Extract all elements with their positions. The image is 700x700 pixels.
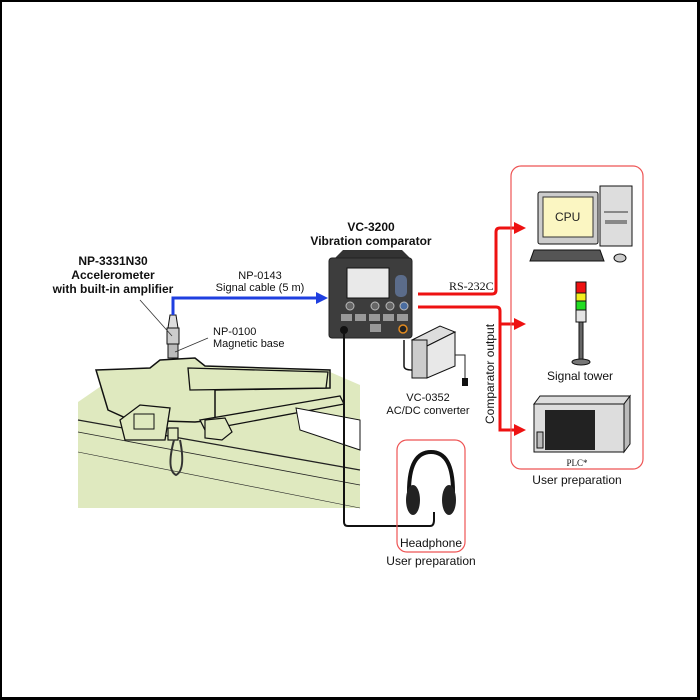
ac-dc-converter-icon[interactable] xyxy=(403,325,468,386)
drive-bay xyxy=(605,220,627,224)
device-key xyxy=(370,324,381,332)
pc-tower xyxy=(599,185,633,247)
plc-modules xyxy=(545,410,595,450)
device-knob xyxy=(398,324,408,334)
base-leader-line xyxy=(174,337,209,353)
headphone-box xyxy=(396,439,466,553)
tower-base xyxy=(571,358,591,366)
signal-tower-icon[interactable] xyxy=(571,281,591,366)
rs232-arrow xyxy=(514,222,526,234)
accelerometer[interactable] xyxy=(166,314,180,359)
sensor-desc-label: with built-in amplifier xyxy=(52,282,174,296)
rs232-line xyxy=(418,226,516,296)
device-top xyxy=(335,250,410,258)
base-desc-label: Magnetic base xyxy=(213,338,285,350)
headphone-jack xyxy=(340,326,348,334)
left-earcup xyxy=(406,485,420,515)
converter-front xyxy=(411,339,428,379)
white-lamp xyxy=(575,309,587,323)
plc-label: PLC* xyxy=(566,458,588,468)
machine-illustration xyxy=(77,357,361,509)
computer-icon[interactable] xyxy=(529,185,633,263)
device-button xyxy=(399,301,409,311)
converter-desc-label: AC/DC converter xyxy=(386,405,470,417)
cable-desc-label: Signal cable (5 m) xyxy=(215,282,305,294)
plc-side xyxy=(623,394,631,454)
base-model-label: NP-0100 xyxy=(213,326,257,338)
clamp xyxy=(167,427,179,441)
signal-cable xyxy=(171,296,318,315)
green-lamp xyxy=(575,300,587,311)
output-user-preparation-label: User preparation xyxy=(532,473,622,487)
accelerometer-tip xyxy=(167,314,179,329)
machine-panel xyxy=(119,404,171,441)
signal-arrow-head xyxy=(316,292,328,304)
headphone-user-preparation-label: User preparation xyxy=(386,554,476,568)
cable-model-label: NP-0143 xyxy=(238,270,282,282)
headband xyxy=(407,449,455,493)
device-key xyxy=(369,314,380,321)
cable-loop xyxy=(169,439,184,477)
comparator-desc-label: Vibration comparator xyxy=(310,234,432,248)
device-display xyxy=(346,267,390,299)
accelerometer-body xyxy=(166,327,180,345)
device-updown xyxy=(395,275,407,297)
monitor-screen xyxy=(542,196,594,238)
machine-cover xyxy=(204,417,233,441)
keyboard xyxy=(529,249,605,262)
device-key xyxy=(355,314,366,321)
plc-slot xyxy=(536,431,544,449)
headphone-cable xyxy=(343,334,435,527)
comparator-model-label: VC-3200 xyxy=(347,220,395,234)
cpu-label: CPU xyxy=(555,210,581,224)
device-key xyxy=(397,314,408,321)
rs232-label: RS-232C xyxy=(449,279,494,293)
tower-arrow xyxy=(514,318,526,330)
converter-side xyxy=(426,331,456,379)
user-preparation-box xyxy=(510,165,644,470)
tower-pole xyxy=(578,321,584,361)
vc3200-device[interactable] xyxy=(328,250,413,339)
machine-arm xyxy=(187,367,329,391)
converter-model-label: VC-0352 xyxy=(406,392,450,404)
device-key xyxy=(341,314,352,321)
device-button xyxy=(370,301,380,311)
sensor-leader-line xyxy=(139,299,173,337)
comparator-output-label: Comparator output xyxy=(483,323,497,424)
mouse xyxy=(613,253,627,263)
plc-icon[interactable] xyxy=(533,394,631,454)
power-cord xyxy=(455,354,466,378)
sensor-type-label: Accelerometer xyxy=(71,268,155,282)
right-earcup xyxy=(442,485,456,515)
converter-cable xyxy=(403,340,413,371)
comparator-output-line xyxy=(418,305,516,432)
plc-arrow xyxy=(514,424,526,436)
red-lamp xyxy=(575,281,587,294)
yellow-lamp xyxy=(575,292,587,302)
panel-screen xyxy=(133,413,155,430)
device-key xyxy=(383,314,394,321)
device-button xyxy=(345,301,355,311)
sensor-model-label: NP-3331N30 xyxy=(78,254,148,268)
headphone-label: Headphone xyxy=(399,536,463,550)
device-button xyxy=(385,301,395,311)
power-plug xyxy=(462,378,468,386)
plc-top xyxy=(533,395,631,405)
headphone-icon[interactable] xyxy=(406,449,456,515)
signal-tower-label: Signal tower xyxy=(546,369,614,383)
floor-line xyxy=(77,451,361,509)
floor-line xyxy=(77,431,361,486)
